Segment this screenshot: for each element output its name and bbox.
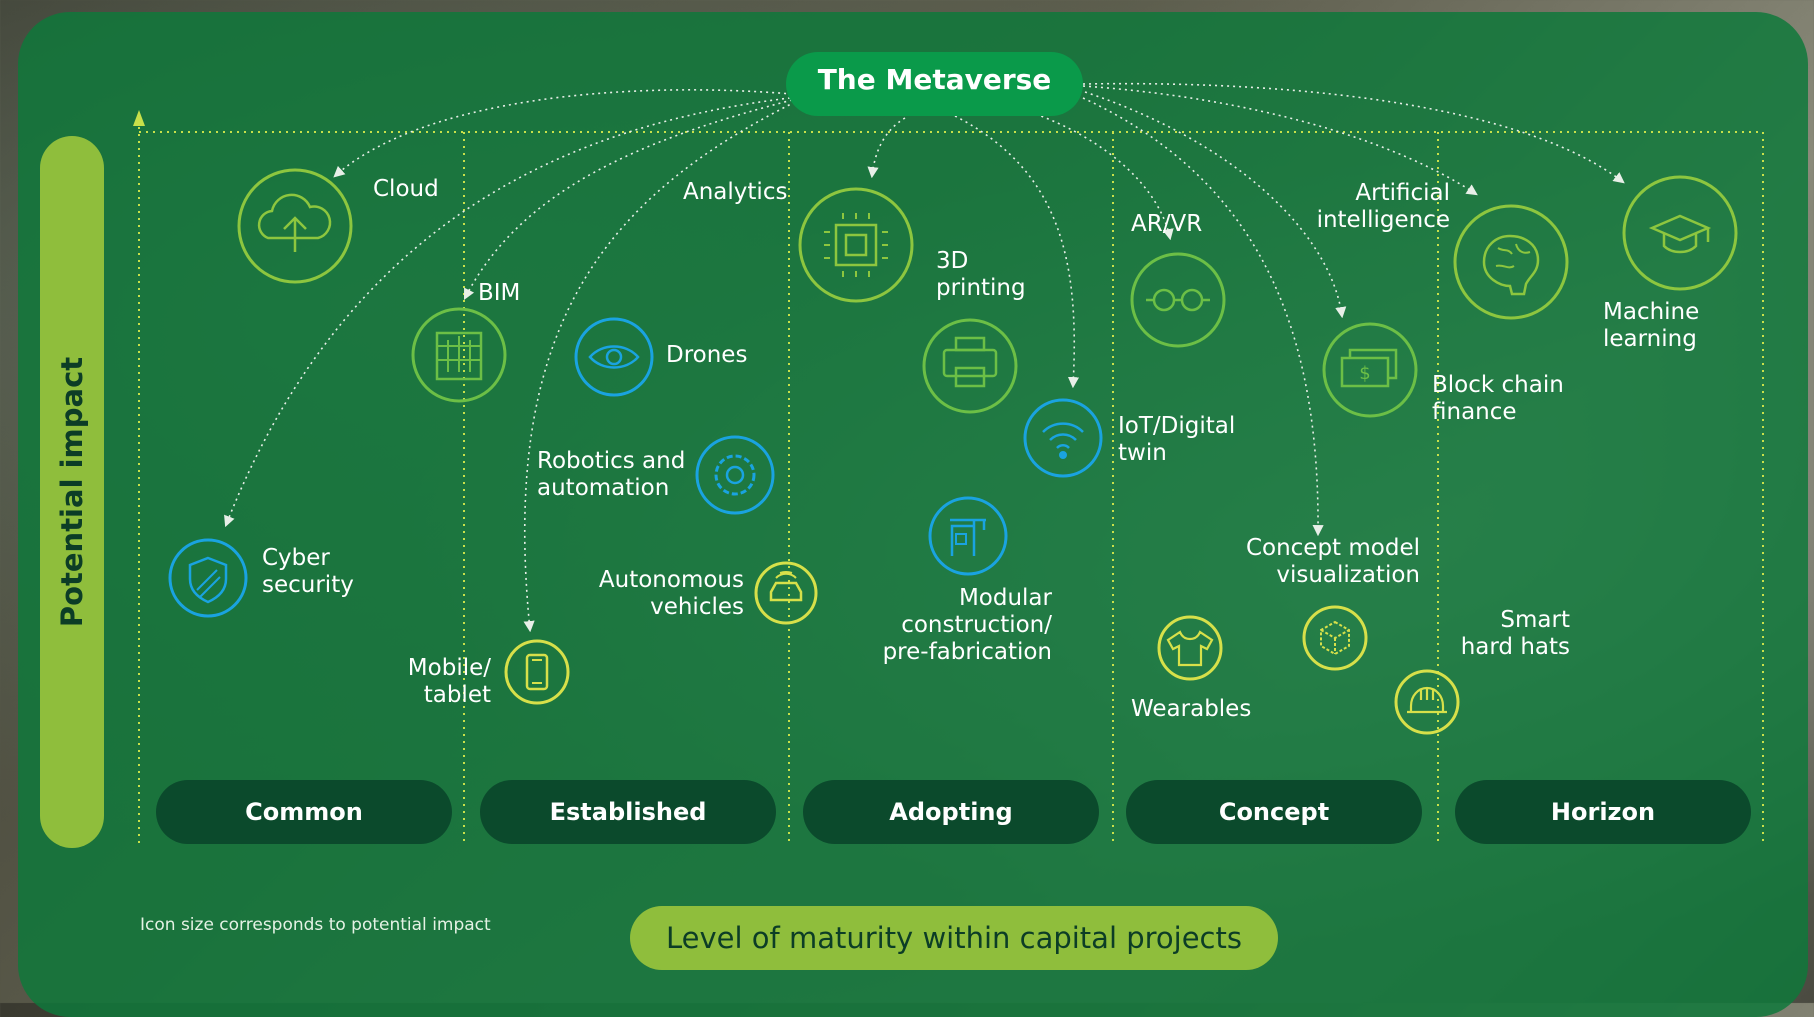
label-concept-model-visualization: Concept model visualization xyxy=(1245,535,1420,588)
label-robotics-automation: Robotics and automation xyxy=(537,448,686,501)
label-3d-printing: 3D printing xyxy=(936,248,1026,301)
label-blockchain-finance: Block chain finance xyxy=(1432,372,1564,425)
label-analytics: Analytics xyxy=(683,179,788,205)
link-ai xyxy=(1082,85,1478,196)
link-cyber-security xyxy=(224,97,791,528)
svg-text:$: $ xyxy=(1359,363,1370,384)
eye-icon xyxy=(574,317,654,397)
crane-icon xyxy=(928,496,1008,576)
legend-note: Icon size corresponds to potential impac… xyxy=(140,915,491,935)
y-axis-bar xyxy=(40,136,104,848)
metaverse-title: The Metaverse xyxy=(786,52,1083,116)
mobile-phone-icon xyxy=(504,639,570,705)
label-cyber-security: Cyber security xyxy=(262,545,354,598)
label-smart-hard-hats: Smart hard hats xyxy=(1460,607,1570,660)
label-iot-digital-twin: IoT/Digital twin xyxy=(1118,413,1236,466)
x-axis-label: Level of maturity within capital project… xyxy=(630,906,1278,970)
building-icon xyxy=(411,307,507,403)
money-icon: $ xyxy=(1322,322,1418,418)
link-3d-printing xyxy=(867,117,906,179)
category-established: Established xyxy=(480,780,776,844)
metaverse-links xyxy=(224,82,1625,633)
category-horizon: Horizon xyxy=(1455,780,1751,844)
printer-icon xyxy=(922,318,1018,414)
link-cloud xyxy=(333,89,793,178)
link-bim xyxy=(463,99,793,300)
maturity-grid xyxy=(138,120,1764,845)
label-artificial-intelligence: Artificial intelligence xyxy=(1316,180,1450,233)
label-drones: Drones xyxy=(666,342,748,368)
label-machine-learning: Machine learning xyxy=(1603,299,1700,352)
category-concept: Concept xyxy=(1126,780,1422,844)
wifi-icon xyxy=(1023,398,1103,478)
hard-hat-icon xyxy=(1394,669,1460,735)
graduation-cap-icon xyxy=(1622,175,1738,291)
cloud-upload-icon xyxy=(237,168,353,284)
link-blockchain xyxy=(1084,91,1347,319)
y-axis-arrowhead xyxy=(133,110,145,126)
y-axis-label: Potential impact xyxy=(55,356,89,628)
link-machine-learning xyxy=(1082,82,1625,184)
label-wearables: Wearables xyxy=(1131,696,1252,722)
label-ar-vr: AR/VR xyxy=(1131,211,1203,237)
shield-icon xyxy=(168,538,248,618)
gear-icon xyxy=(695,435,775,515)
label-cloud: Cloud xyxy=(373,176,439,202)
link-ar-vr xyxy=(1029,111,1174,241)
label-mobile-tablet: Mobile/ tablet xyxy=(407,655,491,708)
brain-icon xyxy=(1453,204,1569,320)
label-modular-construction: Modular construction/ pre-fabrication xyxy=(882,585,1052,665)
car-icon xyxy=(754,561,818,625)
link-iot xyxy=(954,115,1080,389)
cube-icon xyxy=(1302,605,1368,671)
tshirt-icon xyxy=(1157,615,1223,681)
chip-icon xyxy=(798,187,914,303)
label-bim: BIM xyxy=(478,280,521,306)
diagram-panel xyxy=(18,12,1808,1017)
category-adopting: Adopting xyxy=(803,780,1099,844)
link-mobile-tablet xyxy=(523,101,796,633)
glasses-icon xyxy=(1130,252,1226,348)
label-autonomous-vehicles: Autonomous vehicles xyxy=(598,567,744,620)
category-common: Common xyxy=(156,780,452,844)
link-concept-model xyxy=(1082,97,1324,537)
